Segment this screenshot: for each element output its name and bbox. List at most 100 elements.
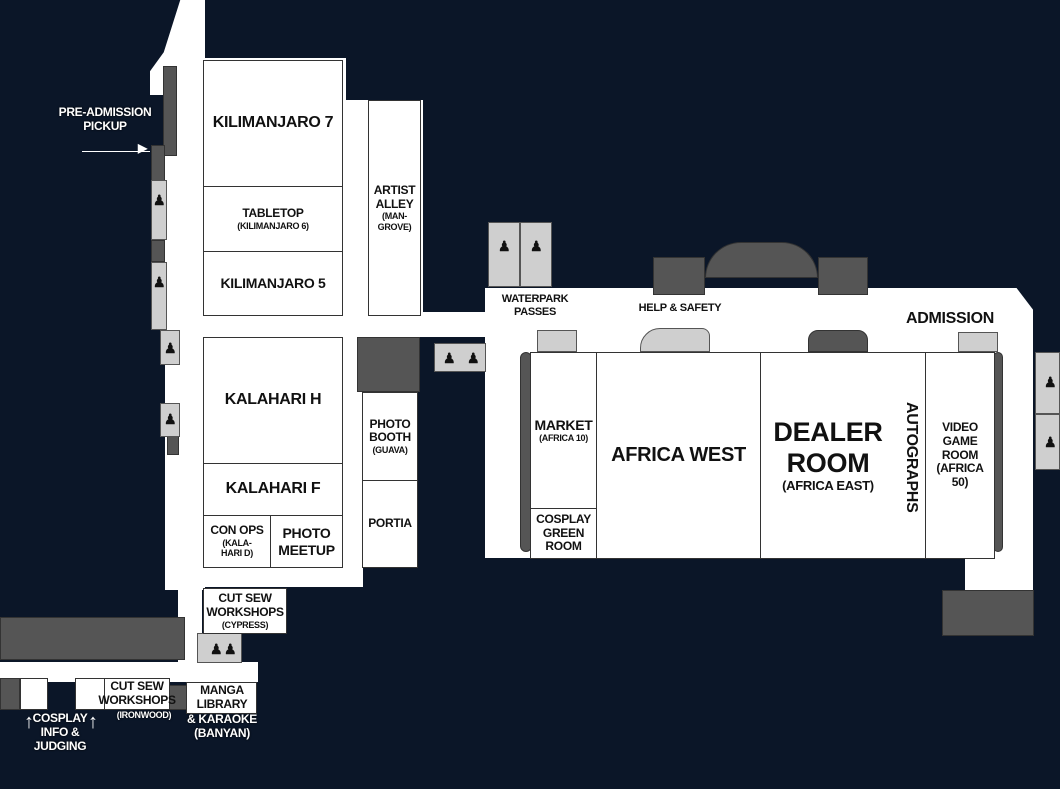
room-label: (AFRICA	[936, 461, 984, 476]
arrow-head-icon: ▶	[138, 141, 148, 155]
room-label: VIDEO	[942, 420, 978, 434]
restroom[interactable]: ♟	[160, 330, 180, 365]
room-market[interactable]: MARKET(AFRICA 10)	[530, 352, 597, 509]
room-label: COSPLAY	[536, 511, 591, 526]
room-manga-library[interactable]	[186, 682, 257, 714]
restroom-men-icon: ♟	[530, 238, 543, 254]
room-label: ROOM	[545, 539, 582, 554]
label-line: PRE-ADMISSION	[58, 105, 152, 119]
help-safety-label[interactable]: HELP & SAFETY	[638, 302, 722, 314]
service-area	[653, 257, 705, 295]
room-africa-west[interactable]: AFRICA WEST	[596, 352, 761, 559]
room-label: PHOTO	[282, 525, 331, 542]
service-area	[357, 337, 420, 392]
lower-corridor	[0, 662, 258, 682]
label-line: JUDGING	[33, 738, 87, 753]
room-label: (BANYAN)	[194, 726, 250, 741]
manga-library-label: MANGA LIBRARY & KARAOKE (BANYAN)	[180, 683, 264, 741]
room-kilimanjaro-7[interactable]: KILIMANJARO 7	[203, 60, 343, 187]
room-label: TABLETOP	[242, 205, 304, 220]
north-wing-corridor	[150, 0, 205, 95]
arrow-right-icon	[82, 140, 150, 152]
restroom[interactable]: ♟	[488, 222, 520, 287]
room-label: KILIMANJARO 7	[212, 114, 334, 132]
room-kalahari-h[interactable]: KALAHARI H	[203, 337, 343, 464]
room-cosplay-info-a[interactable]	[20, 678, 48, 710]
restroom-men-icon: ♟	[467, 350, 480, 366]
service-area	[151, 145, 165, 185]
room-sublabel: (AFRICA EAST)	[782, 478, 874, 494]
restroom[interactable]: ♟	[151, 180, 167, 240]
restroom[interactable]: ♟	[520, 222, 552, 287]
room-label: CON OPS	[210, 523, 264, 538]
room-portia[interactable]: PORTIA	[362, 480, 418, 568]
room-label: ROOM	[941, 447, 979, 462]
room-con-ops[interactable]: CON OPS(KALA-HARI D)	[203, 515, 271, 568]
service-area	[151, 240, 165, 262]
room-label: & KARAOKE	[187, 711, 257, 726]
service-area	[0, 617, 185, 660]
restroom[interactable]: ♟	[1035, 352, 1060, 414]
room-label: LIBRARY	[196, 697, 248, 712]
arrow-up-icon: ↑	[24, 711, 34, 733]
service-area	[163, 66, 177, 156]
service-area	[818, 257, 868, 295]
room-sublabel: (KALA-	[222, 538, 252, 549]
service-area	[167, 435, 179, 455]
room-label: GAME	[942, 433, 978, 448]
service-area	[705, 242, 818, 278]
help-safety-kiosk	[640, 328, 710, 352]
autographs-label: AUTOGRAPHS	[903, 401, 921, 513]
room-label: CUT SEW	[110, 679, 164, 694]
room-sublabel: (MAN-	[382, 211, 407, 222]
room-sublabel: (IRONWOOD)	[116, 710, 172, 720]
restroom[interactable]: ♟	[160, 403, 180, 437]
restroom-men-icon: ♟	[1044, 374, 1057, 390]
room-cosplay-info-b[interactable]	[75, 678, 105, 710]
restroom-men-icon: ♟	[224, 641, 237, 657]
service-area	[0, 678, 20, 710]
room-tabletop[interactable]: TABLETOP(KILIMANJARO 6)	[203, 186, 343, 252]
room-kalahari-f[interactable]: KALAHARI F	[203, 463, 343, 516]
cosplay-info-judging-label[interactable]: COSPLAY INFO & JUDGING	[25, 711, 95, 753]
room-label: PORTIA	[368, 516, 412, 531]
room-label: CUT SEW	[218, 591, 272, 606]
room-label: 50)	[951, 475, 969, 490]
room-dealer-room[interactable]: DEALER ROOM (AFRICA EAST) AUTOGRAPHS	[760, 352, 926, 559]
room-label: WORKSHOPS	[206, 604, 284, 619]
restroom-women-icon: ♟	[498, 238, 511, 254]
room-label: KALAHARI F	[225, 480, 321, 498]
admission-label[interactable]: ADMISSION	[906, 310, 994, 327]
service-area	[942, 590, 1034, 636]
restroom[interactable]: ♟	[1035, 414, 1060, 470]
admission-kiosk	[958, 332, 998, 352]
restroom[interactable]: ♟♟	[434, 343, 486, 372]
service-area	[808, 330, 868, 352]
room-sublabel: (KILIMANJARO 6)	[237, 220, 309, 231]
room-kilimanjaro-5[interactable]: KILIMANJARO 5	[203, 251, 343, 316]
label-line: PASSES	[513, 305, 556, 318]
restroom-women-icon: ♟	[1044, 434, 1057, 450]
restroom[interactable]: ♟♟	[197, 633, 242, 663]
label-line: INFO &	[40, 724, 80, 739]
room-label: GREEN	[542, 525, 585, 540]
room-label: AFRICA WEST	[611, 444, 746, 466]
room-label: ARTIST	[373, 182, 416, 197]
room-sublabel: (CYPRESS)	[221, 619, 269, 630]
cross-corridor	[165, 312, 495, 337]
room-sublabel: GROVE)	[377, 221, 412, 232]
label-line: COSPLAY	[32, 711, 88, 725]
room-label: WORKSHOPS	[98, 693, 176, 707]
restroom-person-icon: ♟	[153, 192, 166, 208]
room-label: KILIMANJARO 5	[220, 275, 326, 292]
restroom[interactable]: ♟	[151, 262, 167, 330]
